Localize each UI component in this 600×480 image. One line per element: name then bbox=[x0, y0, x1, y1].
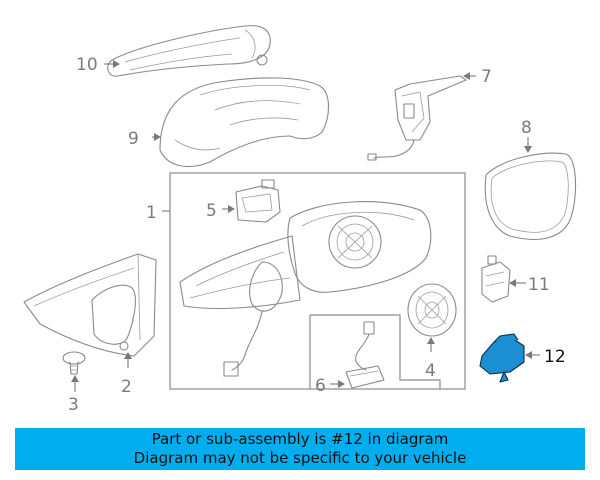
callout-9: 9 bbox=[128, 129, 139, 149]
part-4-motor[interactable] bbox=[407, 283, 457, 337]
part-11-connector[interactable] bbox=[481, 255, 511, 303]
part-7-bracket[interactable] bbox=[367, 75, 467, 161]
part-10-turn-signal-lamp[interactable] bbox=[107, 25, 271, 77]
banner-line-2: Diagram may not be specific to your vehi… bbox=[133, 449, 467, 467]
part-8-mirror-glass[interactable] bbox=[484, 152, 577, 240]
callout-4: 4 bbox=[425, 361, 436, 381]
part-12-sensor[interactable] bbox=[479, 333, 525, 383]
part-1-assembly-frame bbox=[169, 172, 466, 390]
callout-6: 6 bbox=[315, 376, 326, 396]
parts-diagram: 10 9 7 8 1 5 bbox=[23, 25, 577, 415]
part-9-mirror-cover[interactable] bbox=[159, 77, 330, 168]
mirror-body[interactable] bbox=[179, 201, 432, 377]
callout-5: 5 bbox=[206, 201, 217, 221]
callout-3: 3 bbox=[68, 395, 79, 415]
callout-7: 7 bbox=[481, 67, 492, 87]
info-banner: Part or sub-assembly is #12 in diagram D… bbox=[15, 428, 585, 470]
callout-10: 10 bbox=[76, 55, 98, 75]
callout-8: 8 bbox=[521, 118, 532, 138]
callout-12: 12 bbox=[544, 347, 566, 367]
callout-11: 11 bbox=[528, 275, 550, 295]
callout-1: 1 bbox=[146, 203, 157, 223]
part-6-wiring-harness[interactable] bbox=[345, 321, 385, 389]
part-5-module[interactable] bbox=[235, 179, 281, 223]
sub-assembly-frame bbox=[309, 314, 441, 389]
callout-2: 2 bbox=[121, 377, 132, 397]
banner-line-1: Part or sub-assembly is #12 in diagram bbox=[151, 430, 449, 448]
part-2-trim-panel[interactable] bbox=[23, 253, 157, 357]
part-3-screw[interactable] bbox=[62, 351, 86, 375]
